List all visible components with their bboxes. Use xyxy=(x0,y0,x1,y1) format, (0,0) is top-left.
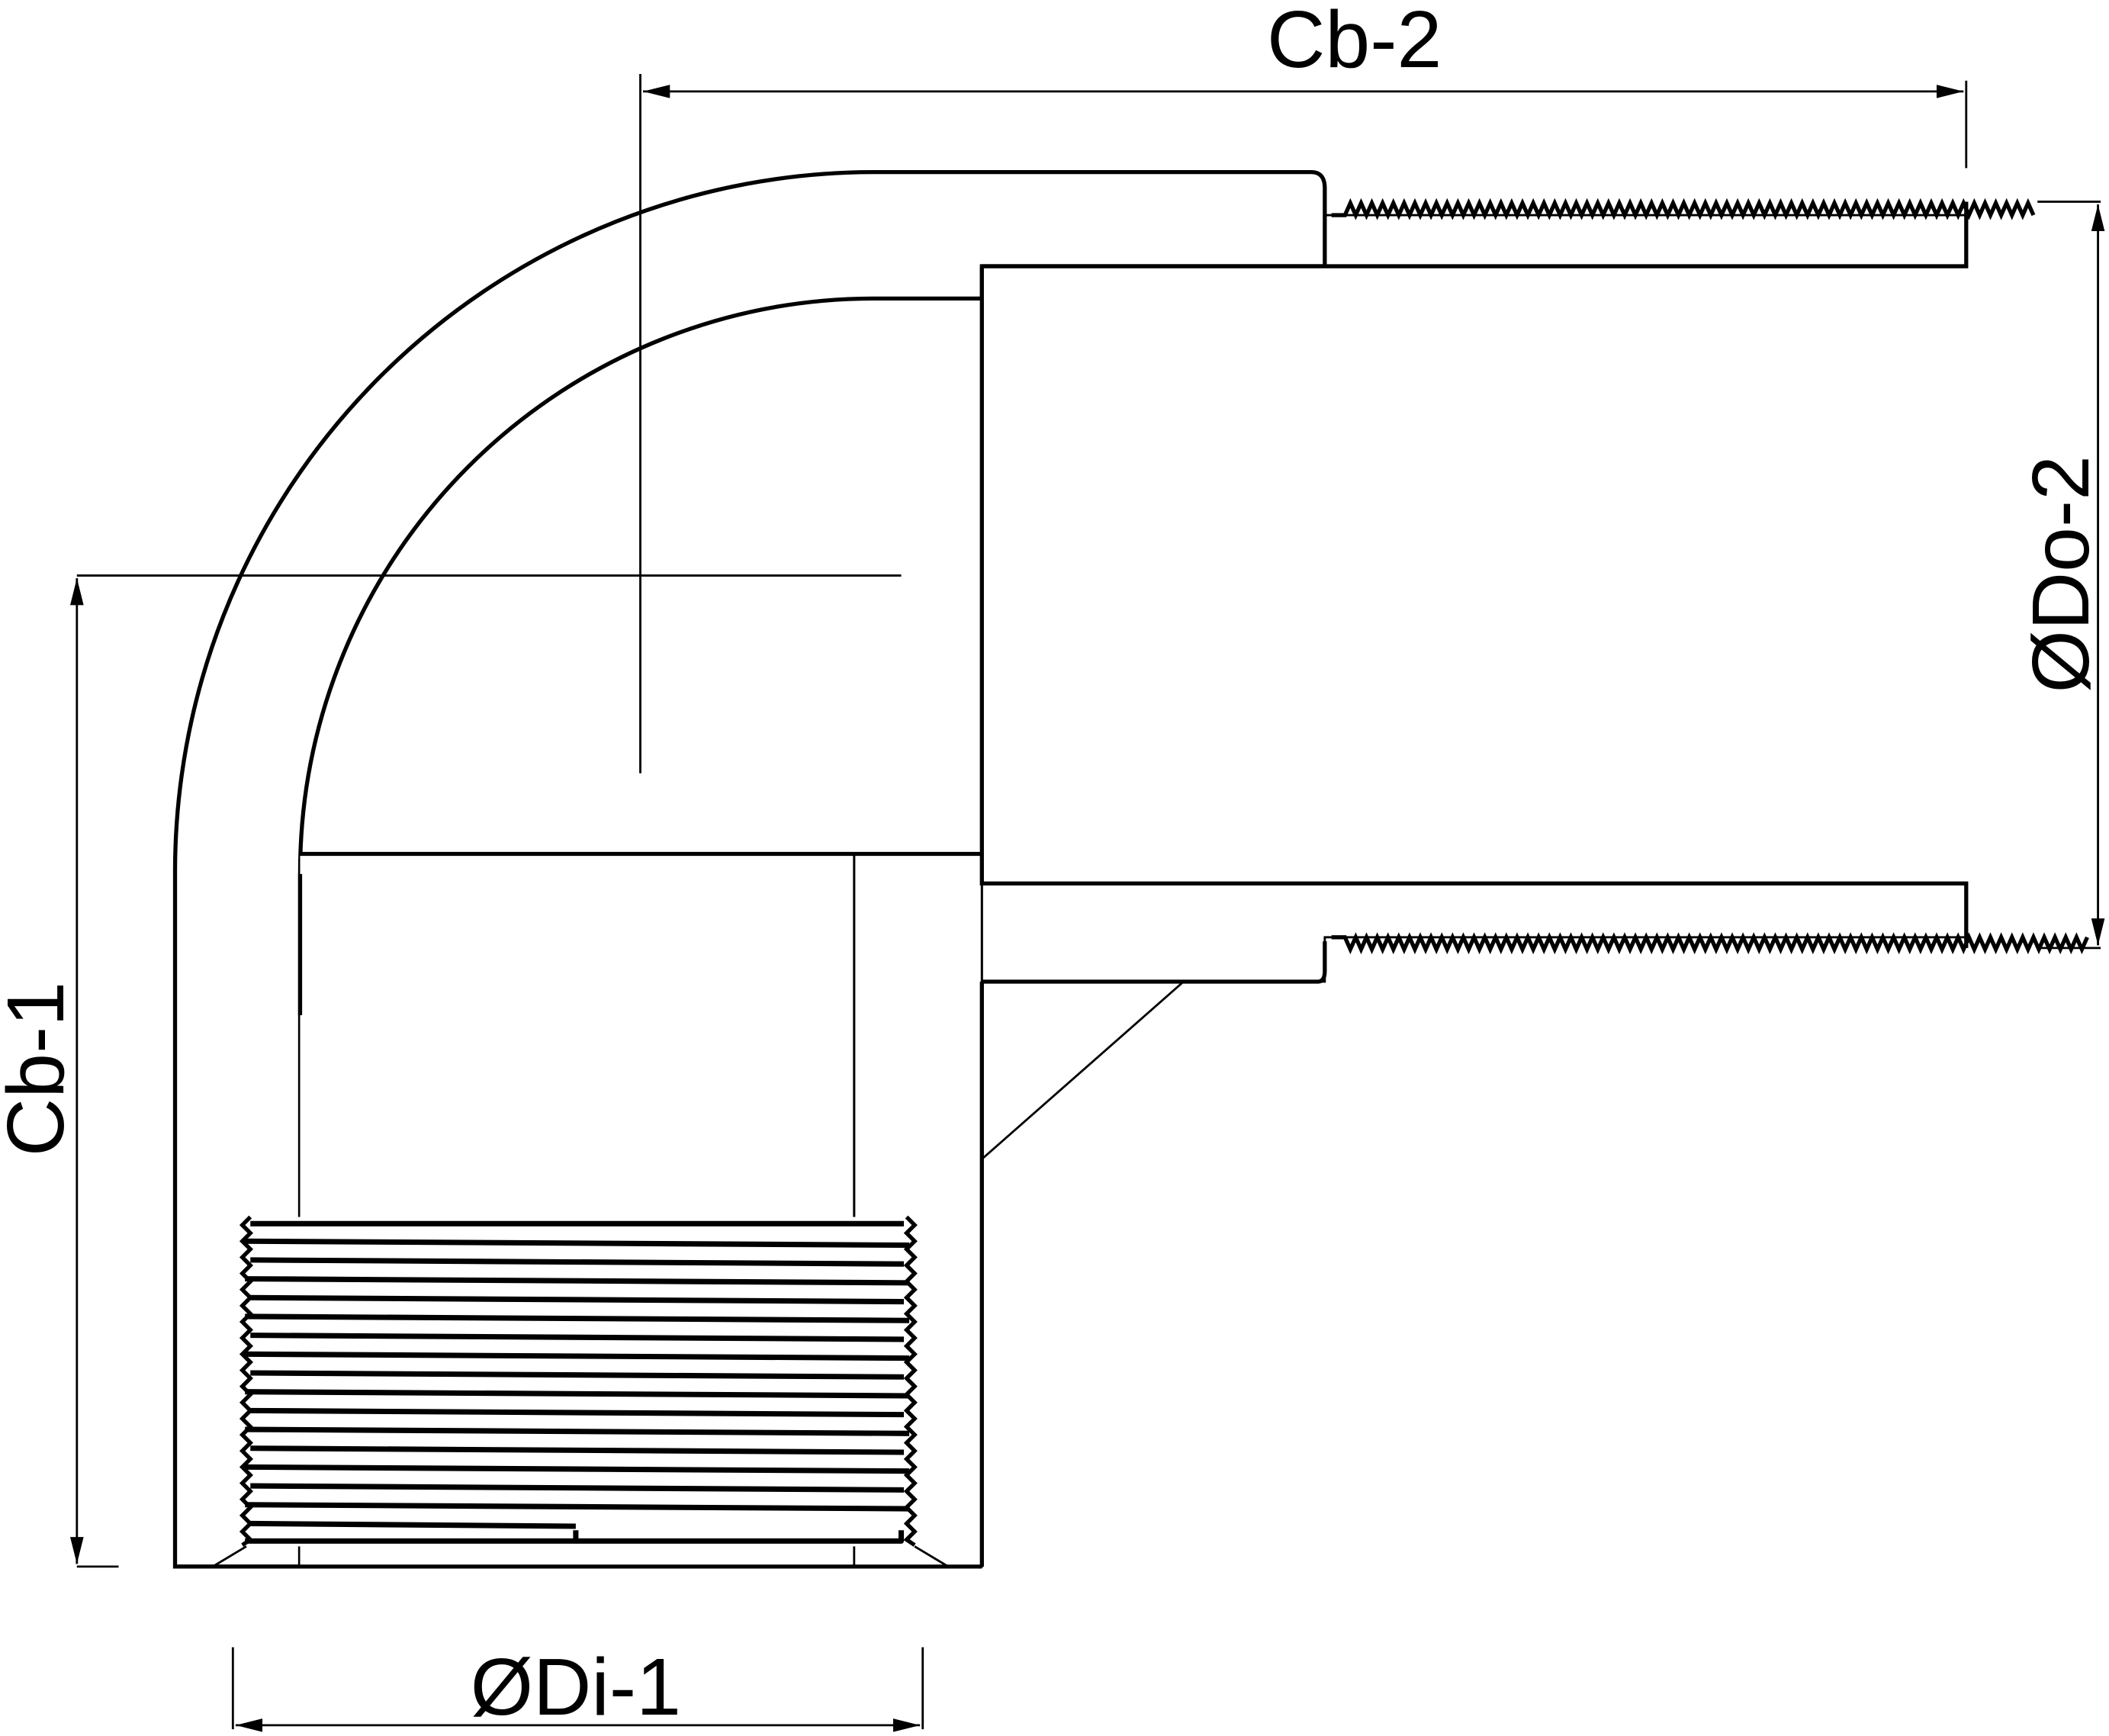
dimension-label-cb-1: Cb-1 xyxy=(0,982,81,1156)
dimension-label-cb-2: Cb-2 xyxy=(1267,0,1442,85)
spigot-bore xyxy=(983,267,1966,882)
dimension-label-di-1: ØDi-1 xyxy=(471,1642,681,1732)
elbow-body-section xyxy=(172,170,1969,1569)
external-thread-top xyxy=(1331,198,2036,220)
dimension-do-2: ØDo-2 xyxy=(2016,201,2106,950)
dimension-label-do-2: ØDo-2 xyxy=(2016,455,2106,693)
dimension-di-1: ØDi-1 xyxy=(231,1642,924,1732)
internal-thread-socket xyxy=(212,1215,949,1568)
dimension-cb-2: Cb-2 xyxy=(643,0,1968,169)
spigot-upper-wall xyxy=(1323,214,1968,268)
external-thread-bottom xyxy=(1331,932,2089,955)
gusset xyxy=(980,980,1187,1162)
bend-wall xyxy=(172,170,1327,1569)
dimension-cb-1: Cb-1 xyxy=(0,578,119,1568)
center-lines xyxy=(76,73,902,773)
